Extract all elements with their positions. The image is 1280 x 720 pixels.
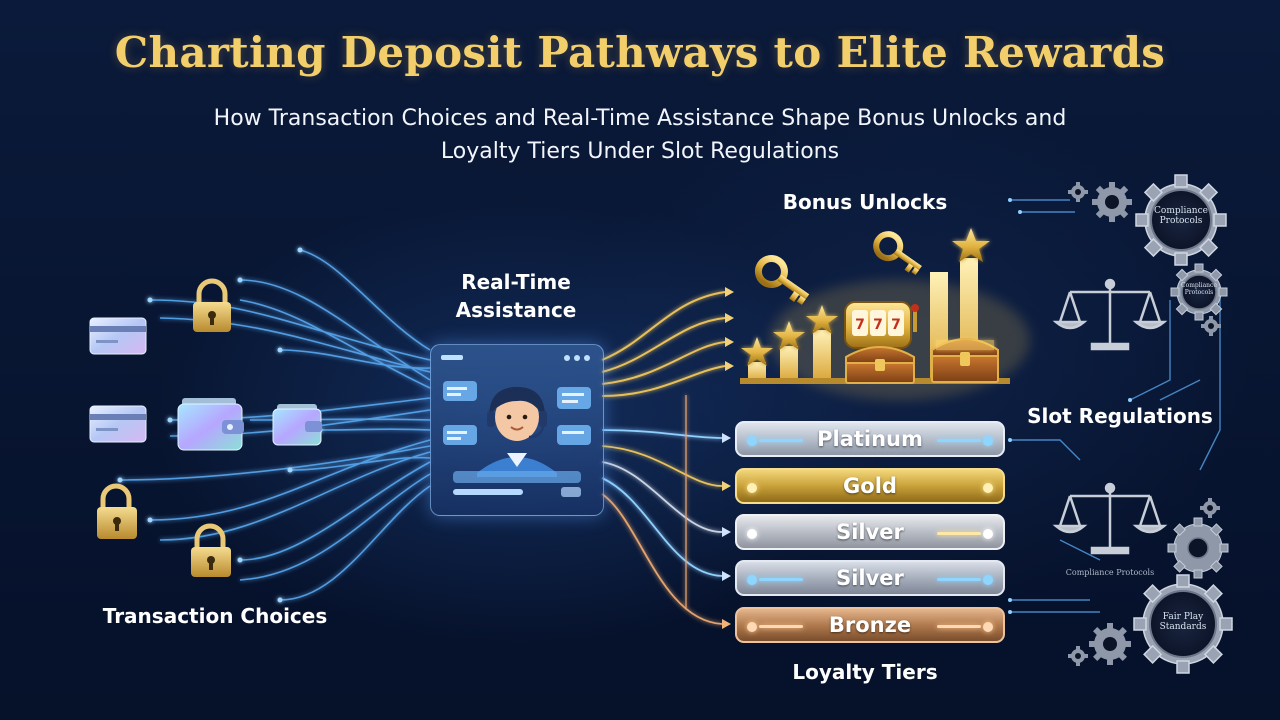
page-title: Charting Deposit Pathways to Elite Rewar… [114,28,1166,77]
key-icon [873,231,922,276]
tier-dot [747,436,757,446]
assistance-panel [430,344,604,516]
tier-dot [983,622,993,632]
tier-label: Bronze [828,613,912,637]
chat-bubble-icon [557,425,591,445]
scales-icon [1052,482,1168,555]
tier-flow-lines [601,395,723,625]
page-subtitle: How Transaction Choices and Real-Time As… [213,106,1067,164]
tier-glow [937,439,981,442]
gear-icon [1201,316,1221,336]
regulation-circuit-nodes [1008,198,1132,614]
tier-platinum: Platinum [735,421,1005,457]
slot-regulations-label: Slot Regulations [1027,404,1213,428]
tier-silver: Silver [735,560,1005,596]
tier-dot [983,529,993,539]
regulation-circuits [1010,199,1221,613]
gear-icon [1135,174,1227,266]
tier-glow [759,439,803,442]
tier-glow [937,625,981,628]
tier-dot [983,436,993,446]
lock-icon [193,278,231,332]
fair-play-standards-label: Fair Play Standards [1159,612,1207,633]
treasure-chest-icon [845,346,915,384]
tier-glow [759,578,803,581]
tier-glow [759,625,803,628]
compliance-protocols-small-label: Compliance Protocols [1181,282,1217,296]
assistance-panel-graphics [441,355,591,497]
gear-icon [1200,498,1220,518]
wallet-icon [272,404,322,446]
gear-icon [1170,263,1228,321]
loyalty-tiers-label: Loyalty Tiers [792,660,938,684]
bonus-arrowheads [725,287,734,371]
credit-card-icon [89,405,147,443]
bonus-flow-arrows [601,291,726,397]
treasure-chest-icon [931,338,999,383]
tier-arrowheads [722,433,731,629]
tier-dot [747,575,757,585]
key-icon [754,254,810,305]
tier-label: Silver [836,520,904,544]
compliance-protocols-caption: Compliance Protocols [1065,568,1155,577]
real-time-assistance-label: Real-Time Assistance [455,270,577,322]
tier-bronze: Bronze [735,607,1005,643]
gear-icon [1068,646,1088,666]
compliance-protocols-gear-label: Compliance Protocols [1154,206,1208,227]
tier-label: Platinum [817,427,923,451]
svg-text:7: 7 [873,317,883,333]
gear-icon [1092,182,1132,222]
chat-bubble-icon [443,425,477,445]
tier-glow [937,578,981,581]
tier-dot [983,575,993,585]
lock-icon [191,523,231,577]
chat-bubble-icon [443,381,477,401]
gear-icon [1068,182,1088,202]
tier-dot [747,622,757,632]
transaction-choices-label: Transaction Choices [102,604,328,628]
wallet-icon [177,398,244,451]
tier-silver: Silver [735,514,1005,550]
svg-text:7: 7 [855,317,865,333]
gear-icon [1133,574,1233,674]
tier-label: Gold [843,474,897,498]
gear-icon [1167,517,1229,579]
bonus-unlocks-label: Bonus Unlocks [782,190,948,214]
gear-icon [1089,623,1131,665]
tier-glow [937,532,981,535]
tier-label: Silver [836,566,904,590]
chat-bubble-icon [557,387,591,409]
lock-icon [97,483,137,539]
tier-dot [747,529,757,539]
tier-dot [747,483,757,493]
tier-dot [983,483,993,493]
scales-icon [1052,278,1168,351]
star-icon [741,228,990,366]
support-agent-avatar [477,386,557,477]
slot-machine-icon: 7 7 7 [844,301,919,349]
credit-card-icon [89,317,147,355]
svg-text:7: 7 [891,317,901,333]
tier-gold: Gold [735,468,1005,504]
